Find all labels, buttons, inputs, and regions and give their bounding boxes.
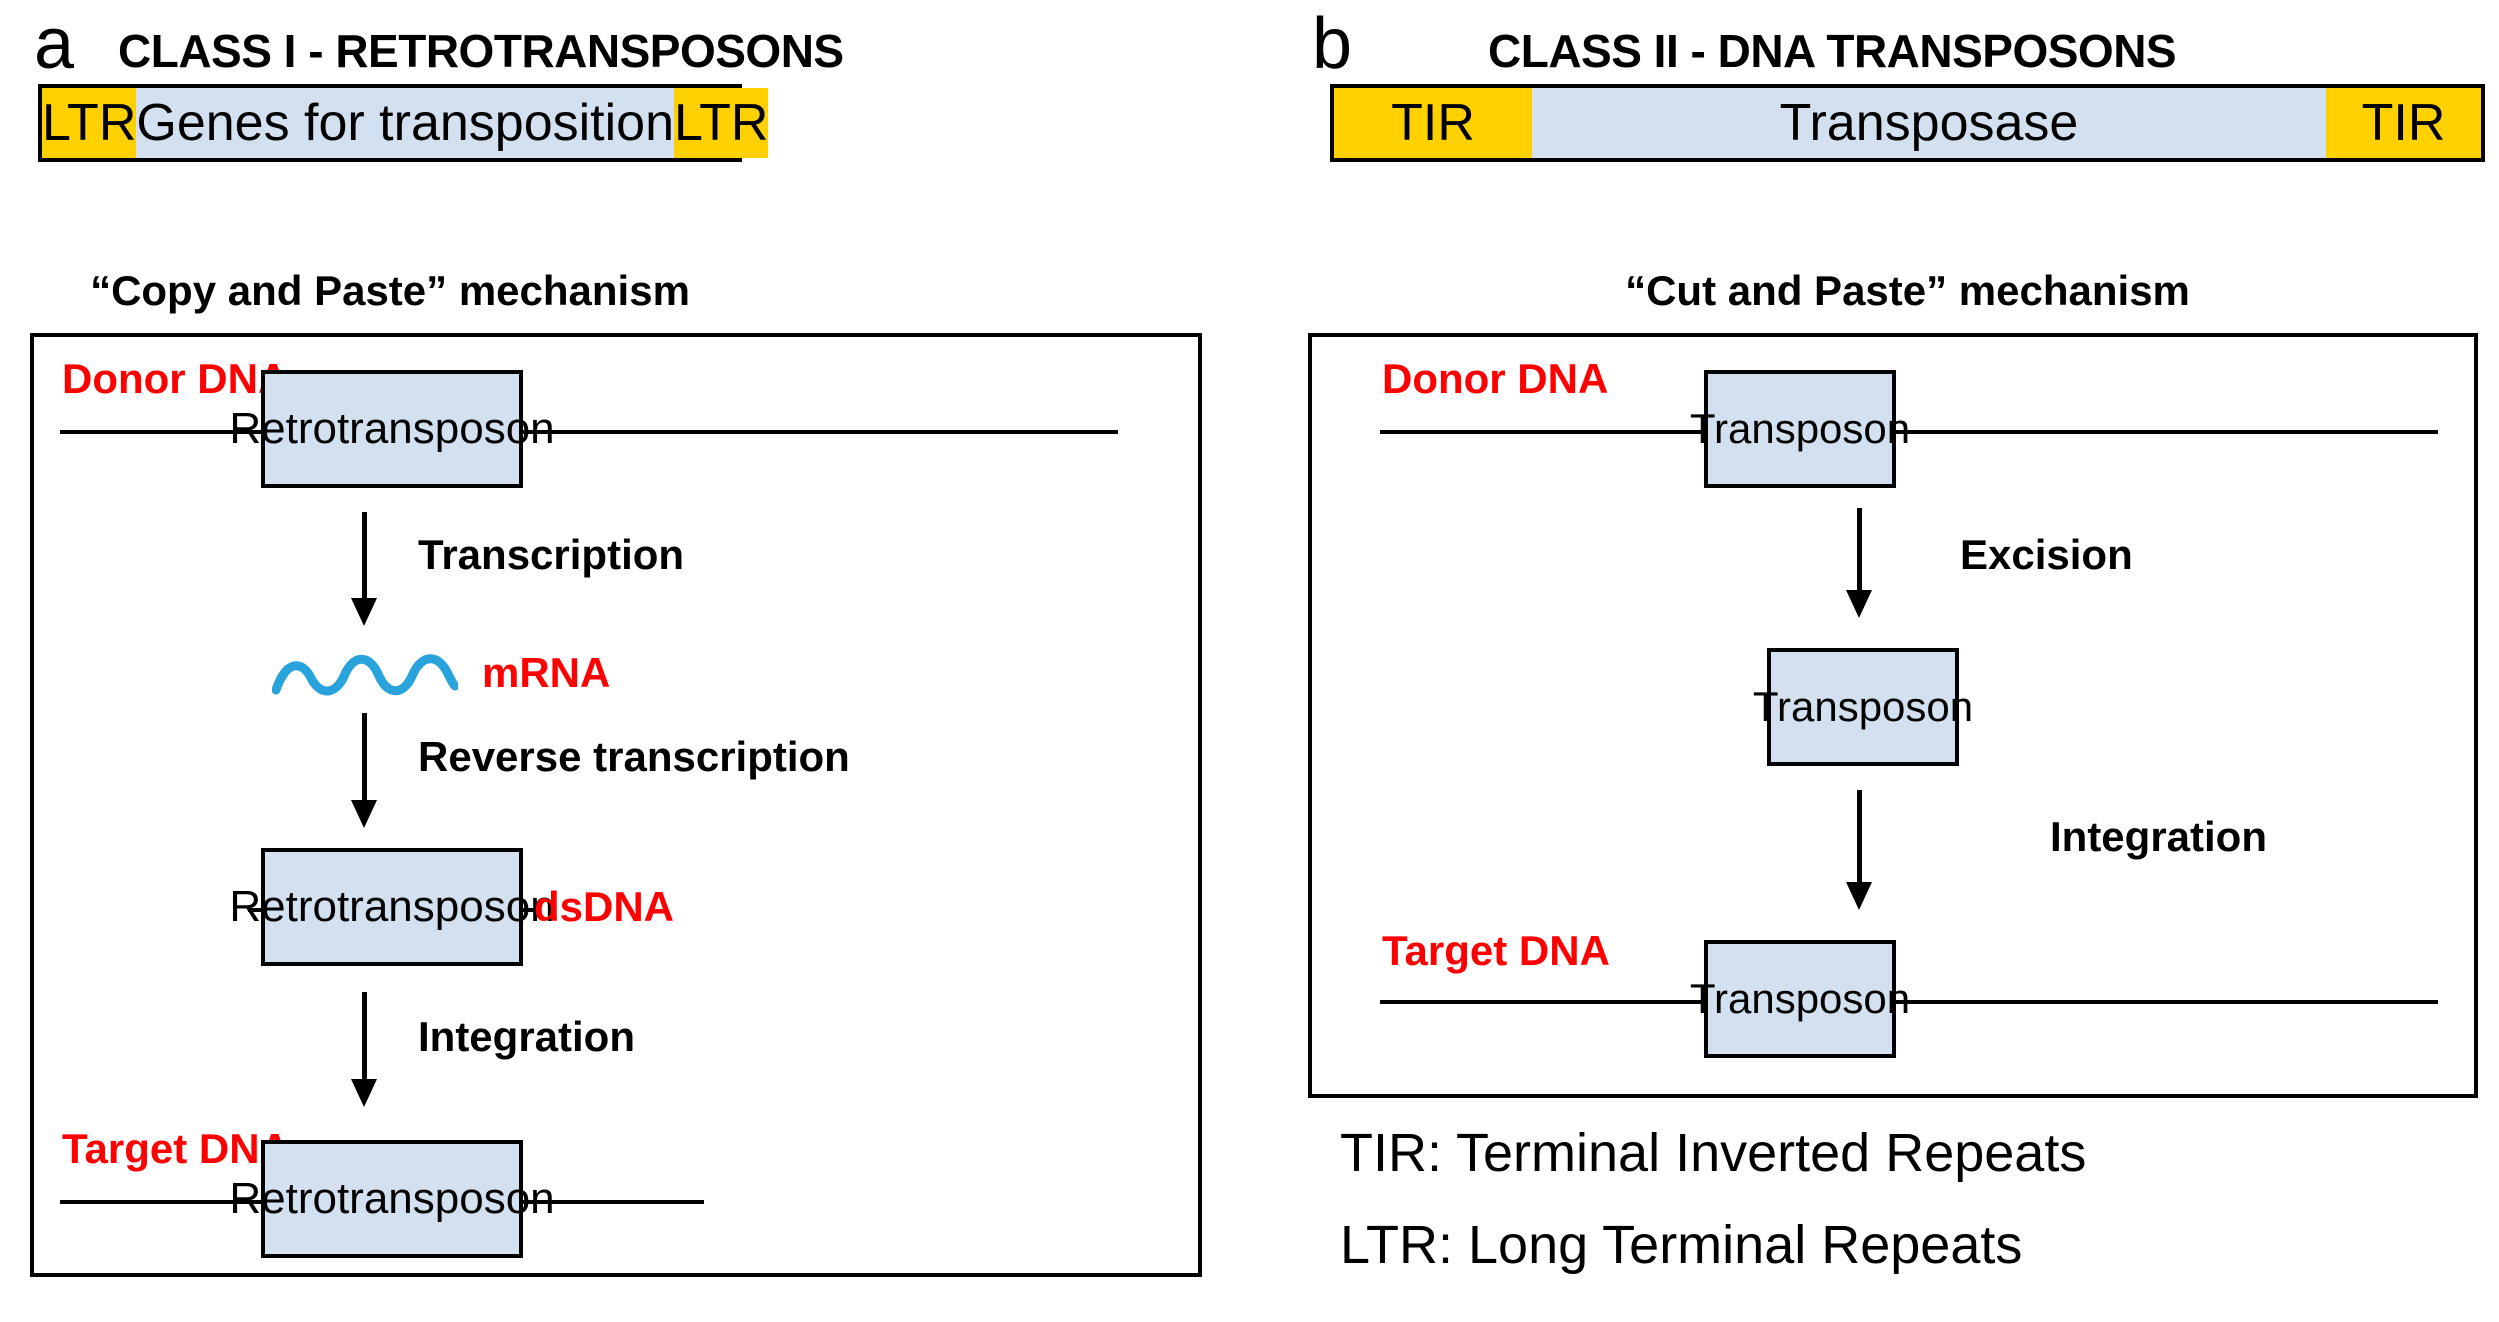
panel-a-structure-bar: LTR Genes for transposition LTR <box>38 84 769 162</box>
panel-b-title: CLASS II - DNA TRANSPOSONS <box>1488 25 2177 77</box>
panel-b-free-element-box: Transposon <box>1753 648 1973 766</box>
panel-b-arrow-2-head <box>1846 882 1872 910</box>
panel-b-target-strand-right <box>1819 1000 2438 1004</box>
panel-b-donor-strand-right <box>1819 430 2438 434</box>
panel-a-donor-strand-right <box>519 430 1118 434</box>
panel-b-left-tir-segment: TIR <box>1334 88 1532 158</box>
panel-a-target-dna-label: Target DNA <box>62 1125 290 1172</box>
panel-b-arrow-1-shaft <box>1857 508 1862 596</box>
panel-b-donor-strand-left <box>1380 430 1702 434</box>
panel-a-step-integration: Integration <box>418 1013 635 1060</box>
panel-a-mrna-label: mRNA <box>482 649 611 696</box>
panel-b-right-tir-segment: TIR <box>2326 88 2481 158</box>
panel-a-target-element-box: Retrotransposon <box>229 1140 555 1258</box>
panel-a-arrow-2-head <box>351 800 377 828</box>
panel-a-donor-dna-label: Donor DNA <box>62 355 289 402</box>
panel-a-dsdna-strand-left <box>248 908 270 912</box>
panel-b-step-integration: Integration <box>2050 813 2267 860</box>
panel-b-donor-element-box: Transposon <box>1690 370 1910 488</box>
panel-b-transposase-segment: Transposase <box>1532 88 2326 158</box>
panel-b-step-excision: Excision <box>1960 531 2133 578</box>
panel-a-dsdna-element-box: Retrotransposon <box>229 848 555 966</box>
panel-a-left-ltr-segment: LTR <box>42 88 137 158</box>
panel-a-arrow-2-shaft <box>362 713 367 805</box>
panel-a-mechanism-caption: “Copy and Paste” mechanism <box>90 267 690 314</box>
panel-a-letter: a <box>34 4 75 84</box>
legend-line-ltr: LTR: Long Terminal Repeats <box>1340 1215 2023 1275</box>
panel-a-donor-strand-left <box>60 430 265 434</box>
panel-b-letter: b <box>1312 4 1353 84</box>
panel-a-step-reverse-transcription: Reverse transcription <box>418 733 850 780</box>
panel-a-right-ltr-segment: LTR <box>674 88 769 158</box>
panel-b-target-element-box: Transposon <box>1690 940 1910 1058</box>
panel-b-structure-bar: TIR Transposase TIR <box>1330 84 2485 162</box>
panel-b-arrow-2-shaft <box>1857 790 1862 888</box>
panel-a-donor-element-box: Retrotransposon <box>229 370 555 488</box>
panel-b-mechanism-caption: “Cut and Paste” mechanism <box>1625 267 2190 314</box>
panel-a-target-strand-right <box>519 1200 704 1204</box>
panel-a-dsdna-label: dsDNA <box>534 883 675 930</box>
panel-a-arrow-1-shaft <box>362 512 367 604</box>
panel-b-arrow-1-head <box>1846 590 1872 618</box>
panel-a-target-strand-left <box>60 1200 265 1204</box>
panel-a-step-transcription: Transcription <box>418 531 685 578</box>
panel-b-donor-dna-label: Donor DNA <box>1382 355 1609 402</box>
panel-b-target-dna-label: Target DNA <box>1382 927 1610 974</box>
panel-b-target-strand-left <box>1380 1000 1702 1004</box>
panel-a-arrow-3-head <box>351 1079 377 1107</box>
panel-a-arrow-1-head <box>351 598 377 626</box>
panel-a-dsdna-strand-right <box>519 908 541 912</box>
panel-a-flow-box <box>30 333 1202 1277</box>
panel-a-arrow-3-shaft <box>362 992 367 1084</box>
legend-line-tir: TIR: Terminal Inverted Repeats <box>1340 1123 2087 1183</box>
panel-a-title: CLASS I - RETROTRANSPOSONS <box>118 25 844 77</box>
panel-a-gene-segment: Genes for transposition <box>136 88 675 158</box>
